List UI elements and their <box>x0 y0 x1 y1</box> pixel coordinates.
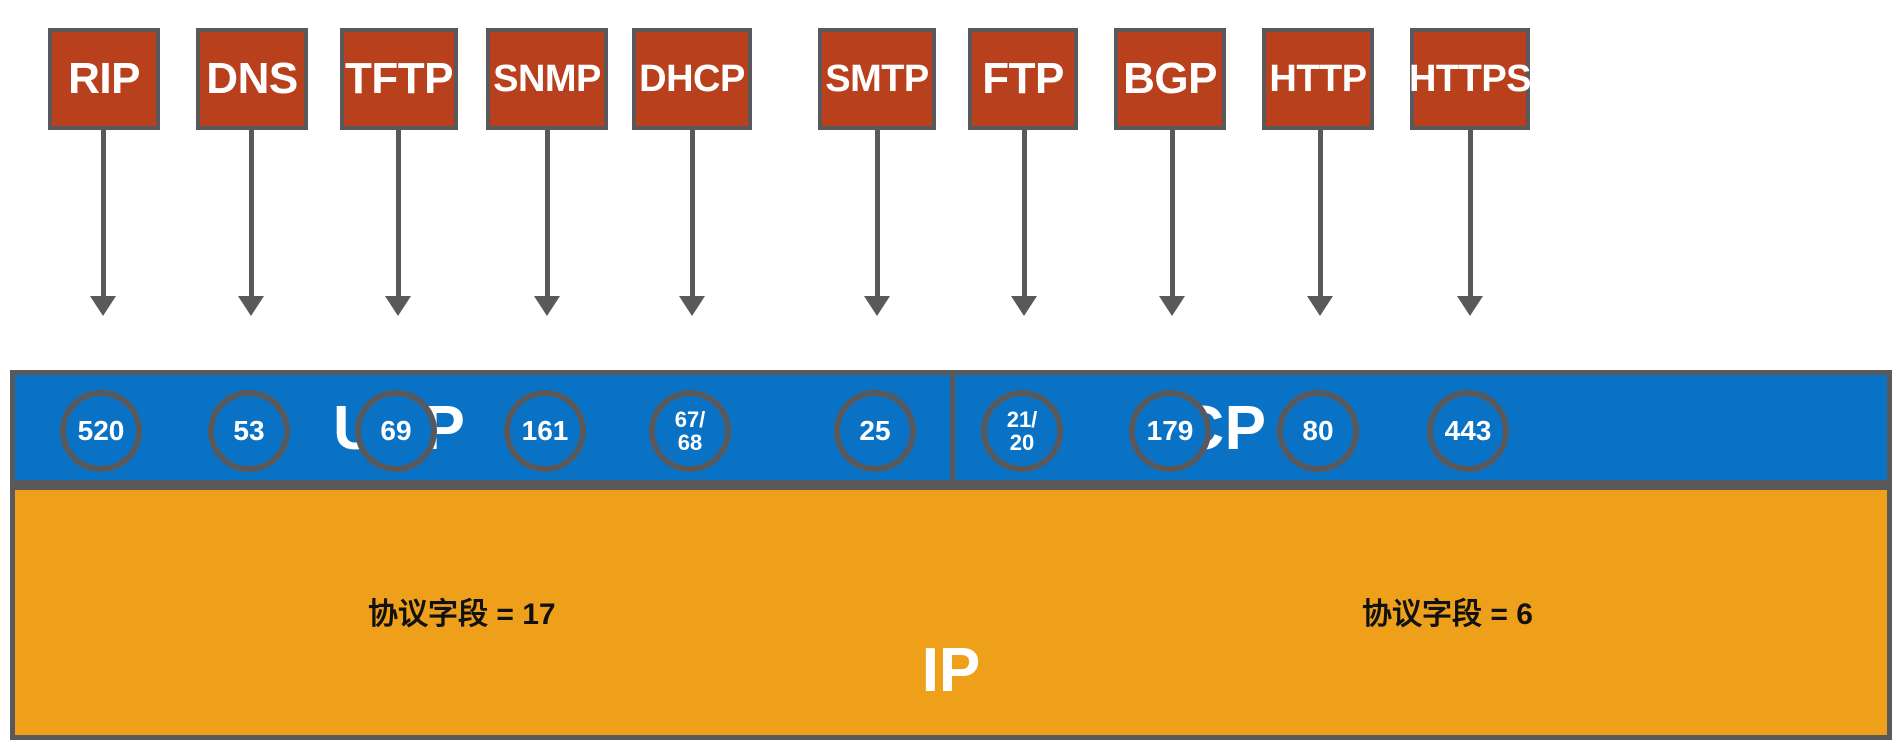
port-number-label: 161 <box>521 415 569 447</box>
protocol-box-dns: DNS <box>196 28 308 130</box>
port-number-label: 67/ 68 <box>674 406 706 455</box>
protocol-box-tftp: TFTP <box>340 28 458 130</box>
protocol-box-http: HTTP <box>1262 28 1374 130</box>
arrow-head-dhcp <box>679 296 705 316</box>
port-number-label: 80 <box>1302 415 1334 447</box>
arrow-head-bgp <box>1159 296 1185 316</box>
protocol-box-dhcp: DHCP <box>632 28 752 130</box>
protocol-box-label: HTTP <box>1269 58 1367 100</box>
protocol-box-label: BGP <box>1123 54 1217 103</box>
port-number-label: 520 <box>77 415 125 447</box>
protocol-box-label: RIP <box>68 54 140 103</box>
port-circle-bgp: 179 <box>1129 390 1211 472</box>
arrow-head-dns <box>238 296 264 316</box>
protocol-box-label: TFTP <box>345 54 453 103</box>
arrow-line-http <box>1318 130 1323 300</box>
port-circle-ftp: 21/ 20 <box>981 390 1063 472</box>
tcp-protocol-field-label: 协议字段 = 6 <box>1362 598 1533 631</box>
port-circle-snmp: 161 <box>504 390 586 472</box>
arrow-head-http <box>1307 296 1333 316</box>
port-number-label: 179 <box>1146 415 1194 447</box>
arrow-line-bgp <box>1170 130 1175 300</box>
port-number-label: 21/ 20 <box>1006 406 1038 455</box>
protocol-box-label: SMTP <box>825 58 929 100</box>
arrow-line-rip <box>101 130 106 300</box>
protocol-box-label: SNMP <box>493 58 601 100</box>
port-circle-https: 443 <box>1427 390 1509 472</box>
arrow-head-tftp <box>385 296 411 316</box>
protocol-box-label: DHCP <box>639 58 745 100</box>
arrow-line-snmp <box>545 130 550 300</box>
protocol-box-https: HTTPS <box>1408 28 1532 130</box>
arrow-head-ftp <box>1011 296 1037 316</box>
arrow-line-https <box>1468 130 1473 300</box>
port-circle-dns: 53 <box>208 390 290 472</box>
arrow-line-dhcp <box>690 130 695 300</box>
protocol-box-smtp: SMTP <box>818 28 936 130</box>
arrow-head-rip <box>90 296 116 316</box>
udp-tcp-divider <box>950 370 955 485</box>
port-circle-rip: 520 <box>60 390 142 472</box>
port-number-label: 25 <box>859 415 891 447</box>
protocol-box-snmp: SNMP <box>486 28 608 130</box>
protocol-box-ftp: FTP <box>968 28 1078 130</box>
arrow-head-smtp <box>864 296 890 316</box>
port-number-label: 53 <box>233 415 265 447</box>
arrow-line-tftp <box>396 130 401 300</box>
protocol-box-label: FTP <box>982 54 1064 103</box>
port-circle-dhcp: 67/ 68 <box>649 390 731 472</box>
ip-layer-band <box>10 485 1892 740</box>
port-circle-http: 80 <box>1277 390 1359 472</box>
arrow-head-snmp <box>534 296 560 316</box>
arrow-line-dns <box>249 130 254 300</box>
arrow-line-ftp <box>1022 130 1027 300</box>
protocol-box-rip: RIP <box>48 28 160 130</box>
arrow-line-smtp <box>875 130 880 300</box>
port-circle-tftp: 69 <box>355 390 437 472</box>
ip-label: IP <box>921 636 981 705</box>
port-circle-smtp: 25 <box>834 390 916 472</box>
arrow-head-https <box>1457 296 1483 316</box>
protocol-box-bgp: BGP <box>1114 28 1226 130</box>
port-number-label: 443 <box>1444 415 1492 447</box>
port-number-label: 69 <box>380 415 412 447</box>
protocol-box-label: DNS <box>206 54 298 103</box>
udp-protocol-field-label: 协议字段 = 17 <box>368 598 556 631</box>
protocol-box-label: HTTPS <box>1408 58 1532 100</box>
